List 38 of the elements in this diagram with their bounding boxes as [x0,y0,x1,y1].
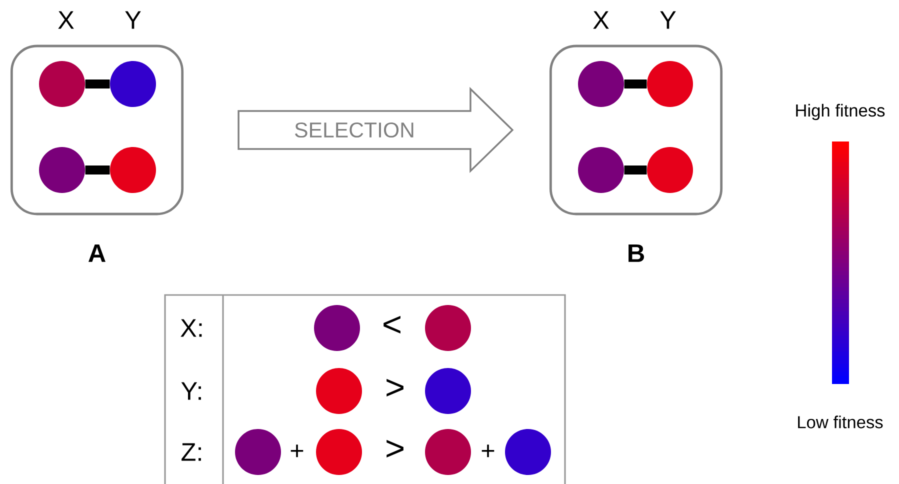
allele-circle [647,147,693,193]
allele-circle [110,147,156,193]
allele-circle [425,429,471,475]
allele-circle [235,429,281,475]
group-label: A [88,244,106,262]
allele-circle [425,368,471,414]
plus-sign: + [290,444,304,458]
allele-circle [39,61,85,107]
block-arrow [238,86,514,174]
allele-circle [647,61,693,107]
scale-label: High fitness [796,104,885,120]
column-label: X [593,11,609,29]
bond-bar [85,166,110,174]
plus-sign: + [482,444,494,458]
allele-circle [578,147,624,193]
allele-circle [314,305,360,351]
bond-bar [624,166,647,174]
comparison-sign: > [386,378,404,396]
comparison-sign: > [386,440,404,458]
allele-circle [425,305,471,351]
column-label: X [58,11,74,29]
row-label: X: [180,319,202,337]
comparison-sign: < [384,316,400,334]
row-label: Y: [181,382,201,400]
bond-bar [85,80,110,88]
allele-circle [578,61,624,107]
scale-label: Low fitness [798,416,883,428]
allele-circle [316,429,362,475]
allele-circle [316,368,362,414]
column-label: Y [660,11,676,29]
allele-circle [110,61,156,107]
column-label: Y [125,11,141,29]
row-label: Z: [182,443,201,461]
allele-circle [505,429,551,475]
edge-label: SELECTION [295,122,414,138]
group-label: B [628,244,644,262]
bond-bar [624,80,647,88]
allele-circle [39,147,85,193]
